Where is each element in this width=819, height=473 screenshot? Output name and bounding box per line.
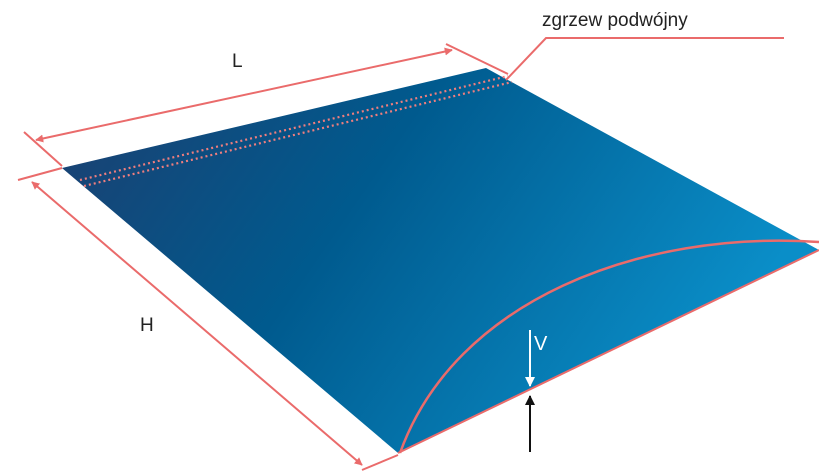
cover-panel (62, 68, 819, 453)
dim-H-ext-top (17, 167, 63, 181)
dim-L-ext-right (445, 43, 509, 75)
dim-L-ext-left (23, 131, 63, 167)
weld-label: zgrzew podwójny (542, 10, 688, 31)
deflection-label: V (534, 333, 548, 355)
dim-H-ext-bottom (361, 454, 399, 471)
dim-L-line (35, 47, 453, 143)
deflection-arc (398, 239, 819, 454)
panel-front-edge (397, 249, 819, 454)
length-label: L (232, 51, 243, 72)
height-label: H (140, 315, 154, 336)
dim-H-line (31, 181, 363, 466)
weld-leader-line (505, 37, 784, 81)
